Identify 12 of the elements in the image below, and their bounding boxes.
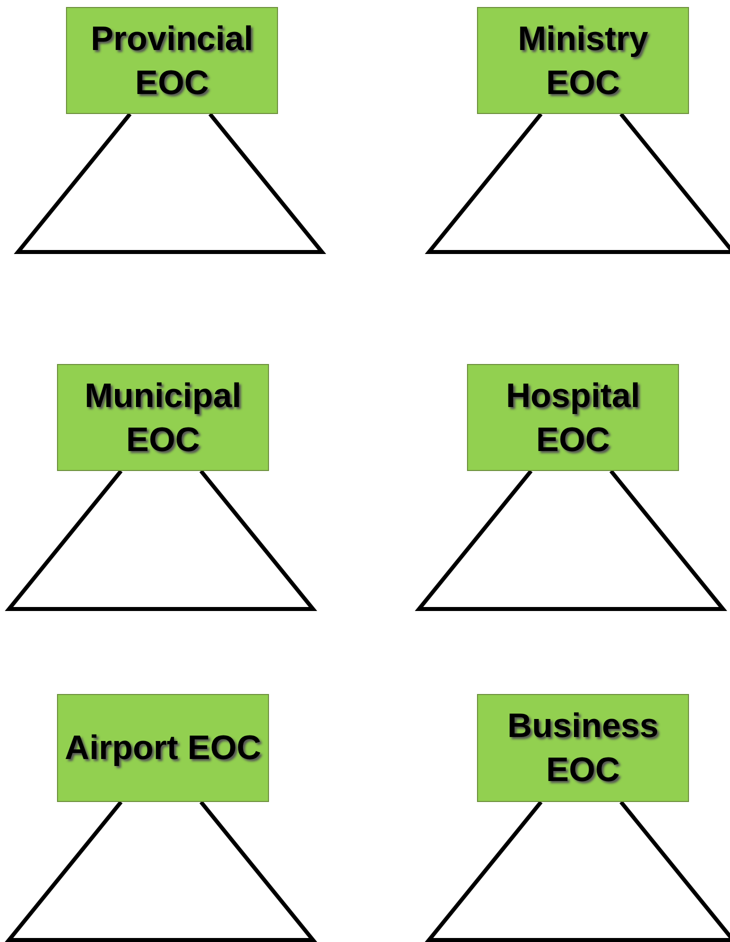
box-label: Hospital EOC <box>504 376 642 460</box>
label-box <box>477 7 689 114</box>
label-box <box>66 7 278 114</box>
label-box <box>467 364 679 471</box>
box-label: Municipal EOC <box>84 376 242 460</box>
box-label: Ministry EOC <box>516 18 650 104</box>
label-box <box>477 694 689 802</box>
box-label: Business EOC <box>506 706 660 791</box>
label-box <box>57 364 269 471</box>
box-label: Airport EOC <box>64 728 262 769</box>
box-label: Provincial EOC <box>90 18 254 104</box>
label-box <box>57 694 269 802</box>
